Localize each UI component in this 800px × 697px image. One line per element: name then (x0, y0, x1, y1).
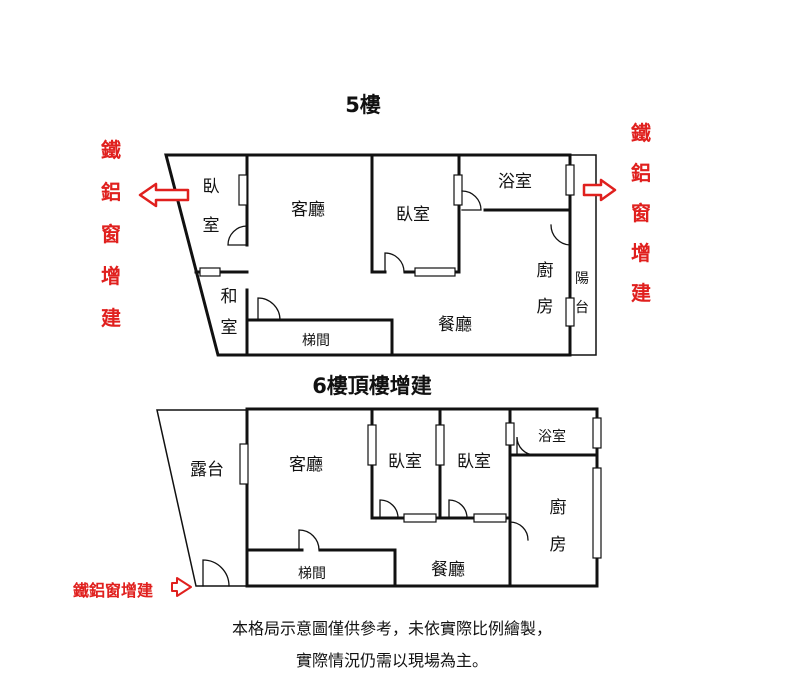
room-washitsu-1: 和 (221, 287, 238, 307)
room-living: 客廳 (291, 200, 325, 220)
right-label-char: 窗 (631, 201, 651, 225)
right-arrow-icon (582, 178, 617, 202)
room-bedroom-1: 臥室 (388, 452, 422, 472)
floor5-walls (164, 153, 597, 357)
room-living: 客廳 (289, 455, 323, 475)
room-washitsu-2: 室 (221, 318, 238, 338)
floor5-room-labels: 臥 室 客廳 臥室 浴室 和 室 梯間 餐廳 廚 房 陽 台 (203, 172, 590, 349)
right-arrow-icon (171, 577, 192, 597)
floor5-title: 5樓 (345, 93, 381, 117)
floor6-room-labels: 露台 客廳 臥室 臥室 浴室 廚 房 梯間 餐廳 (190, 428, 567, 582)
right-label-char: 增 (631, 241, 651, 265)
left-label-char: 窗 (101, 222, 121, 246)
floor5-left-annotation: 鐵 鋁 窗 增 建 (101, 138, 190, 330)
right-label-char: 鋁 (631, 161, 651, 185)
room-kitchen-1: 廚 (550, 497, 567, 518)
room-bath: 浴室 (498, 172, 532, 192)
room-balcony-1: 陽 (575, 271, 589, 287)
disclaimer-line-1: 本格局示意圖僅供參考，未依實際比例繪製， (232, 619, 552, 638)
left-label-char: 建 (101, 306, 121, 330)
floor5-right-annotation: 鐵 鋁 窗 增 建 (582, 121, 651, 305)
left-label-char: 鐵 (101, 138, 121, 162)
room-kitchen-2: 房 (550, 535, 567, 555)
right-label-char: 鐵 (631, 121, 651, 145)
room-dining: 餐廳 (431, 560, 465, 580)
bottom-annotation-label: 鐵鋁窗增建 (73, 581, 153, 600)
room-bedroom-2: 臥室 (457, 452, 491, 472)
room-bedroom: 臥室 (396, 205, 430, 225)
room-kitchen-2: 房 (537, 297, 554, 317)
room-dining: 餐廳 (438, 315, 472, 335)
right-label-char: 建 (631, 281, 651, 305)
disclaimer-line-2: 實際情況仍需以現場為主。 (296, 651, 488, 670)
room-stairs: 梯間 (302, 333, 330, 349)
disclaimer: 本格局示意圖僅供參考，未依實際比例繪製， 實際情況仍需以現場為主。 (232, 619, 552, 670)
room-bedroom-left-1: 臥 (203, 177, 220, 197)
floor6-title: 6樓頂樓增建 (312, 374, 432, 398)
room-bedroom-left-2: 室 (203, 216, 220, 236)
floor6-annotation: 鐵鋁窗增建 (73, 577, 192, 600)
room-terrace: 露台 (190, 460, 224, 480)
room-stairs: 梯間 (298, 566, 326, 582)
left-label-char: 增 (101, 264, 121, 288)
room-balcony-2: 台 (575, 300, 589, 316)
left-arrow-icon (138, 182, 190, 208)
room-kitchen-1: 廚 (537, 260, 554, 281)
room-bath: 浴室 (538, 428, 566, 445)
left-label-char: 鋁 (101, 180, 121, 204)
floor6-walls (156, 407, 602, 588)
